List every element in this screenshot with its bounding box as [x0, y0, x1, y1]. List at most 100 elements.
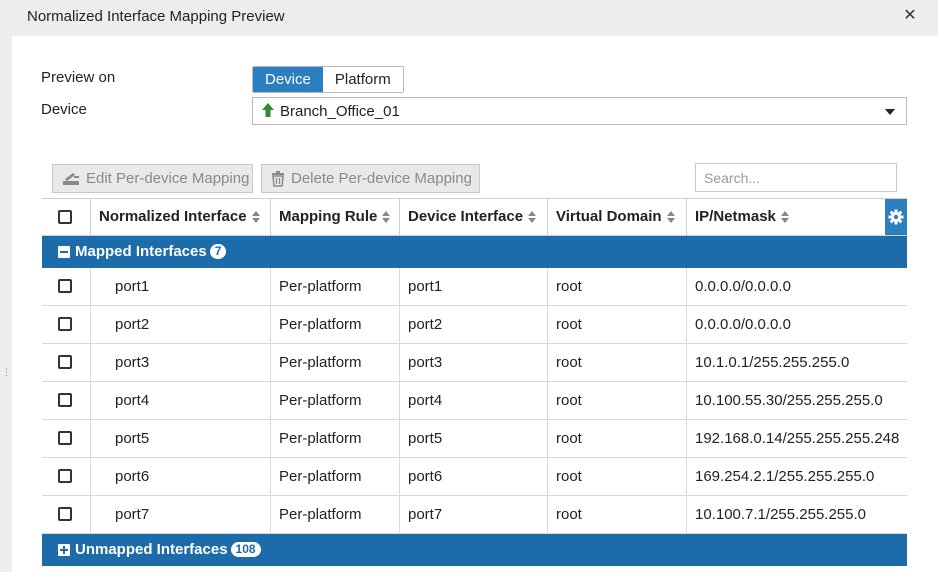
interface-table: Normalized Interface Mapping Rule Device…	[42, 198, 907, 566]
col-device-interface[interactable]: Device Interface	[399, 199, 547, 235]
cell-device-interface: port6	[399, 458, 547, 495]
sort-icon	[528, 211, 537, 224]
row-checkbox[interactable]	[58, 355, 72, 369]
row-checkbox[interactable]	[58, 393, 72, 407]
unmapped-count-badge: 108	[230, 542, 261, 557]
cell-device-interface: port1	[399, 268, 547, 305]
resize-grip-icon[interactable]: ⋮	[2, 367, 11, 377]
expand-icon	[58, 544, 70, 556]
cell-virtual-domain: root	[547, 382, 686, 419]
cell-ip-netmask: 192.168.0.14/255.255.255.248	[686, 420, 907, 457]
row-checkbox[interactable]	[58, 317, 72, 331]
cell-device-interface: port7	[399, 496, 547, 533]
col-device-interface-label: Device Interface	[408, 208, 524, 225]
delete-mapping-label: Delete Per-device Mapping	[291, 170, 472, 187]
cell-ip-netmask: 169.254.2.1/255.255.255.0	[686, 458, 907, 495]
cell-ip-netmask: 10.100.55.30/255.255.255.0	[686, 382, 907, 419]
col-virtual-domain[interactable]: Virtual Domain	[547, 199, 686, 235]
mapped-group-label: Mapped Interfaces	[75, 243, 207, 260]
cell-normalized-interface: port2	[90, 306, 269, 343]
chevron-down-icon	[885, 109, 895, 115]
edit-mapping-icon	[63, 172, 79, 185]
sort-icon	[382, 211, 391, 224]
cell-virtual-domain: root	[547, 306, 686, 343]
col-mapping-rule[interactable]: Mapping Rule	[270, 199, 399, 235]
cell-device-interface: port3	[399, 344, 547, 381]
device-select-value: Branch_Office_01	[280, 103, 400, 120]
sort-icon	[780, 211, 789, 224]
edit-mapping-label: Edit Per-device Mapping	[86, 170, 250, 187]
cell-mapping-rule: Per-platform	[270, 268, 399, 305]
sort-icon	[666, 211, 675, 224]
cell-virtual-domain: root	[547, 268, 686, 305]
preview-toggle: Device Platform	[252, 66, 404, 93]
trash-icon	[272, 170, 284, 187]
delete-mapping-button[interactable]: Delete Per-device Mapping	[261, 164, 480, 193]
cell-mapping-rule: Per-platform	[270, 458, 399, 495]
cell-normalized-interface: port6	[90, 458, 269, 495]
col-mapping-rule-label: Mapping Rule	[279, 208, 378, 225]
col-normalized-interface-label: Normalized Interface	[99, 208, 247, 225]
dialog-title: Normalized Interface Mapping Preview	[27, 8, 285, 25]
row-checkbox[interactable]	[58, 469, 72, 483]
preview-on-label: Preview on	[41, 69, 116, 86]
device-up-arrow-icon	[262, 103, 274, 117]
cell-virtual-domain: root	[547, 458, 686, 495]
edit-mapping-button[interactable]: Edit Per-device Mapping	[52, 164, 253, 193]
col-ip-netmask-label: IP/Netmask	[695, 208, 776, 225]
sort-icon	[251, 211, 260, 224]
cell-virtual-domain: root	[547, 420, 686, 457]
search-input[interactable]	[695, 163, 897, 192]
cell-ip-netmask: 0.0.0.0/0.0.0.0	[686, 306, 907, 343]
preview-option-device[interactable]: Device	[253, 67, 323, 92]
dialog-titlebar: Normalized Interface Mapping Preview ✕	[0, 0, 938, 36]
cell-device-interface: port4	[399, 382, 547, 419]
cell-mapping-rule: Per-platform	[270, 306, 399, 343]
collapse-icon	[58, 246, 70, 258]
col-virtual-domain-label: Virtual Domain	[556, 208, 662, 225]
cell-device-interface: port2	[399, 306, 547, 343]
table-header: Normalized Interface Mapping Rule Device…	[42, 198, 907, 236]
cell-mapping-rule: Per-platform	[270, 496, 399, 533]
row-checkbox[interactable]	[58, 507, 72, 521]
preview-option-platform[interactable]: Platform	[322, 67, 403, 92]
cell-device-interface: port5	[399, 420, 547, 457]
cell-normalized-interface: port5	[90, 420, 269, 457]
mapped-count-badge: 7	[209, 244, 227, 259]
cell-virtual-domain: root	[547, 344, 686, 381]
close-icon[interactable]: ✕	[903, 7, 917, 24]
cell-virtual-domain: root	[547, 496, 686, 533]
cell-mapping-rule: Per-platform	[270, 420, 399, 457]
cell-mapping-rule: Per-platform	[270, 382, 399, 419]
cell-mapping-rule: Per-platform	[270, 344, 399, 381]
col-normalized-interface[interactable]: Normalized Interface	[90, 199, 269, 235]
gear-icon	[888, 209, 904, 225]
cell-normalized-interface: port1	[90, 268, 269, 305]
column-settings-button[interactable]	[885, 199, 907, 235]
device-label: Device	[41, 101, 87, 118]
cell-normalized-interface: port3	[90, 344, 269, 381]
cell-ip-netmask: 10.100.7.1/255.255.255.0	[686, 496, 907, 533]
cell-ip-netmask: 0.0.0.0/0.0.0.0	[686, 268, 907, 305]
select-all-checkbox[interactable]	[58, 210, 72, 224]
col-ip-netmask[interactable]: IP/Netmask	[686, 199, 885, 235]
cell-ip-netmask: 10.1.0.1/255.255.255.0	[686, 344, 907, 381]
cell-normalized-interface: port4	[90, 382, 269, 419]
cell-normalized-interface: port7	[90, 496, 269, 533]
device-select[interactable]: Branch_Office_01	[252, 97, 907, 125]
row-checkbox[interactable]	[58, 431, 72, 445]
row-checkbox[interactable]	[58, 279, 72, 293]
unmapped-group-label: Unmapped Interfaces	[75, 541, 228, 558]
